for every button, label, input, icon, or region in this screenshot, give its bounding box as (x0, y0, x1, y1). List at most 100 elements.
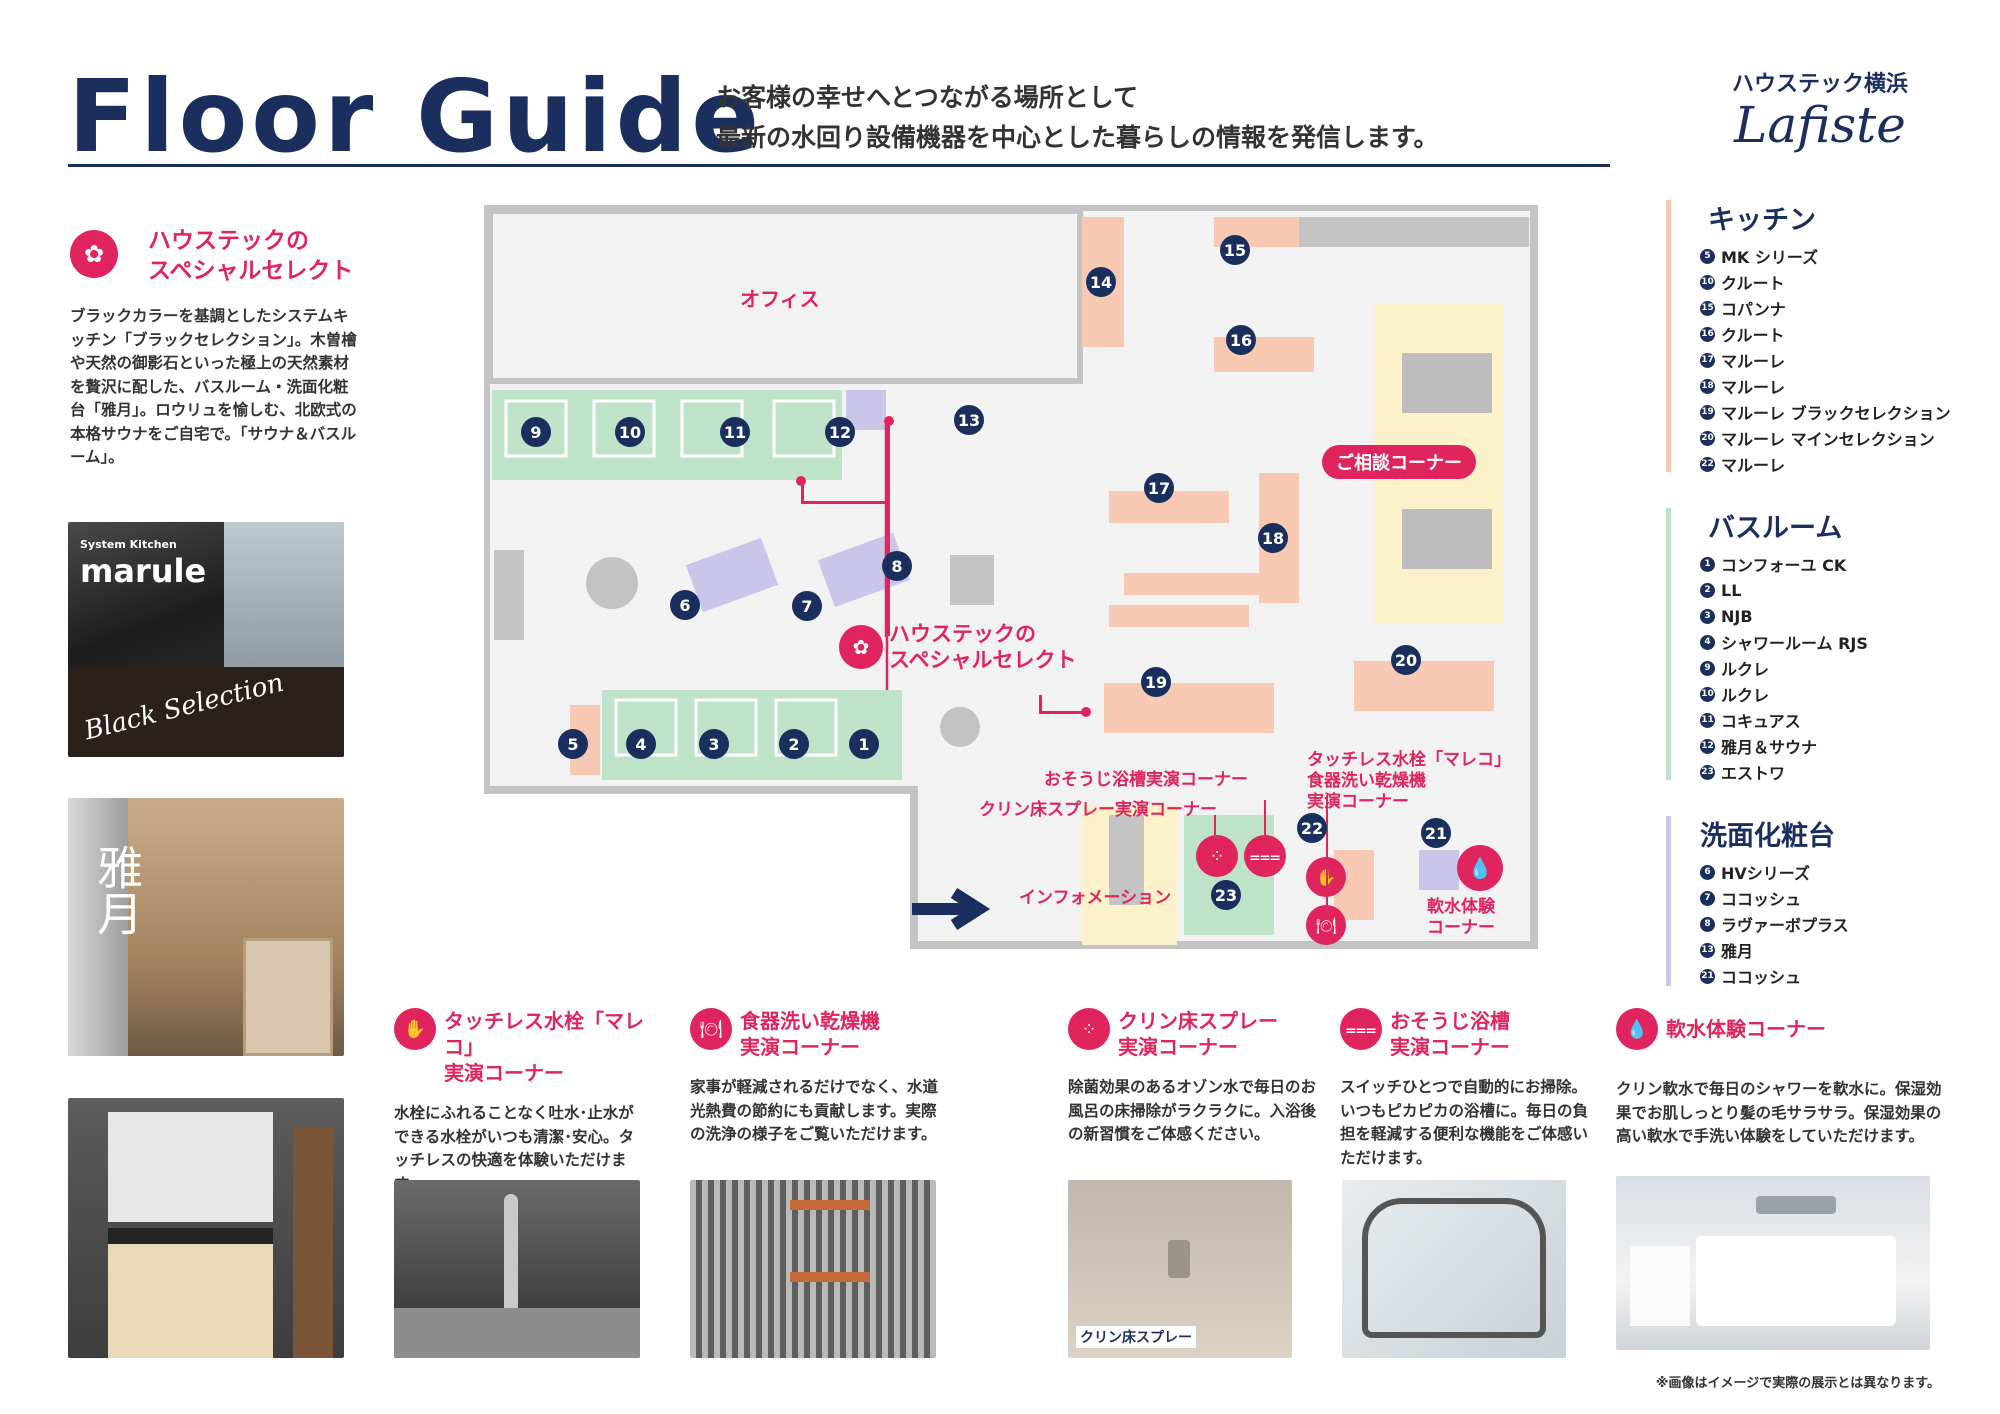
marker-1[interactable]: 1 (849, 729, 879, 759)
feature-dishwasher: 🍽 食器洗い乾燥機実演コーナー 家事が軽減されるだけでなく、水道光熱費の節約にも… (690, 1008, 945, 1147)
award-icon: ✿ (839, 625, 883, 669)
marker-14[interactable]: 14 (1086, 267, 1116, 297)
marker-21[interactable]: 21 (1421, 818, 1451, 848)
brand-logo: Lafiste (1734, 96, 1906, 154)
marker-18[interactable]: 18 (1258, 523, 1288, 553)
faucet-icon: ✋ (394, 1008, 436, 1050)
marker-8[interactable]: 8 (882, 551, 912, 581)
consultation-label: ご相談コーナー (1322, 445, 1476, 479)
photo-caption-small: System Kitchen (80, 538, 177, 551)
brand-name: ハウステック横浜 (1731, 72, 1908, 97)
marker-12[interactable]: 12 (825, 417, 855, 447)
feature-title: クリン床スプレー実演コーナー (1118, 1009, 1278, 1059)
feature-soft-water: 💧 軟水体験コーナー クリン軟水で毎日のシャワーを軟水に。保湿効果でお肌しっとり… (1616, 1008, 1946, 1149)
feature-description: クリン軟水で毎日のシャワーを軟水に。保湿効果でお肌しっとり髪の毛サラサラ。保湿効… (1616, 1080, 1942, 1145)
feature-description: 家事が軽減されるだけでなく、水道光熱費の節約にも貢献します。実際の洗浄の様子をご… (690, 1078, 939, 1143)
information-label: インフォメーション (1019, 888, 1172, 908)
floor-plan: オフィス ご相談コーナー ✿ ハウステックの スペシャルセレクト おそうじ浴槽実… (484, 205, 1544, 955)
vanity-legend-bar (1666, 816, 1671, 986)
tub-icon: ⩶ (1244, 835, 1286, 877)
kitchen-photo: System Kitchen marule Black Selection (68, 522, 344, 757)
bath-legend-title: バスルーム (1708, 513, 1843, 544)
feature-title: 軟水体験コーナー (1666, 1017, 1826, 1041)
feature-description: 水栓にふれることなく吐水･止水ができる水栓がいつも清潔･安心。タッチレスの快適を… (394, 1104, 634, 1193)
connector-dot (1081, 707, 1091, 717)
feature-kurin-spray: ⁘ クリン床スプレー実演コーナー 除菌効果のあるオゾン水で毎日のお風呂の床掃除が… (1068, 1008, 1323, 1147)
marker-20[interactable]: 20 (1391, 645, 1421, 675)
soft-water-photo (1616, 1176, 1930, 1350)
touchless-photo (394, 1180, 640, 1358)
feature-description: 除菌効果のあるオゾン水で毎日のお風呂の床掃除がラクラクに。入浴後の新習慣をご体感… (1068, 1078, 1317, 1143)
marker-7[interactable]: 7 (792, 591, 822, 621)
office-label: オフィス (740, 287, 820, 311)
dishwasher-icon: 🍽 (690, 1008, 732, 1050)
tagline: お客様の幸せへとつながる場所として 最新の水回り設備機器を中心とした暮らしの情報… (716, 78, 1616, 158)
osouji-photo (1342, 1180, 1566, 1358)
feature-description: スイッチひとつで自動的にお掃除。いつもピカピカの浴槽に。毎日の負担を軽減する便利… (1340, 1078, 1589, 1167)
photo-caption: クリン床スプレー (1076, 1326, 1196, 1348)
disclaimer-note: ※画像はイメージで実際の展示とは異なります。 (1655, 1376, 1940, 1391)
photo-caption-big: marule (80, 552, 207, 590)
marker-19[interactable]: 19 (1141, 667, 1171, 697)
water-drop-icon: 💧 (1616, 1008, 1658, 1050)
marker-6[interactable]: 6 (670, 590, 700, 620)
marker-5[interactable]: 5 (558, 729, 588, 759)
marker-4[interactable]: 4 (626, 729, 656, 759)
marker-17[interactable]: 17 (1144, 473, 1174, 503)
marker-11[interactable]: 11 (720, 417, 750, 447)
feature-osouji: ⩶ おそうじ浴槽実演コーナー スイッチひとつで自動的にお掃除。いつもピカピカの浴… (1340, 1008, 1595, 1170)
tagline-line2: 最新の水回り設備機器を中心とした暮らしの情報を発信します。 (716, 123, 1439, 152)
marker-3[interactable]: 3 (699, 729, 729, 759)
marker-22[interactable]: 22 (1297, 813, 1327, 843)
marker-10[interactable]: 10 (615, 417, 645, 447)
award-icon: ✿ (70, 230, 118, 278)
feature-title: 食器洗い乾燥機実演コーナー (740, 1009, 880, 1059)
photo-caption-gagetsu: 雅月 (90, 844, 144, 936)
feature-touchless: ✋ タッチレス水栓「マレコ」実演コーナー 水栓にふれることなく吐水･止水ができる… (394, 1008, 649, 1196)
vanity-legend-title: 洗面化粧台 (1700, 821, 1835, 852)
special-select-title-1: ハウステックの (148, 228, 309, 254)
touchless-corner-label: タッチレス水栓「マレコ」 食器洗い乾燥機 実演コーナー (1307, 750, 1511, 812)
marker-16[interactable]: 16 (1226, 325, 1256, 355)
tub-icon: ⩶ (1340, 1008, 1382, 1050)
floor-plan-drawing (484, 205, 1538, 949)
feature-title: おそうじ浴槽実演コーナー (1390, 1009, 1510, 1059)
marker-23[interactable]: 23 (1211, 880, 1241, 910)
marker-2[interactable]: 2 (779, 729, 809, 759)
marker-15[interactable]: 15 (1220, 235, 1250, 265)
marker-9[interactable]: 9 (521, 417, 551, 447)
soft-water-label: 軟水体験 コーナー (1427, 897, 1495, 938)
vanity-photo (68, 1098, 344, 1358)
spray-icon: ⁘ (1068, 1008, 1110, 1050)
marker-13[interactable]: 13 (954, 405, 984, 435)
spray-icon: ⁘ (1196, 835, 1238, 877)
water-drop-icon: 💧 (1457, 845, 1503, 891)
special-select-heading: ハウステックの スペシャルセレクト (148, 226, 408, 286)
bath-photo: 雅月 (68, 798, 344, 1056)
bath-legend-bar (1666, 508, 1671, 780)
special-select-description: ブラックカラーを基調としたシステムキッチン「ブラックセレクション」。木曽檜や天然… (70, 307, 357, 466)
special-select-map-label: ハウステックの スペシャルセレクト (889, 622, 1077, 672)
kitchen-legend-bar (1666, 200, 1671, 472)
